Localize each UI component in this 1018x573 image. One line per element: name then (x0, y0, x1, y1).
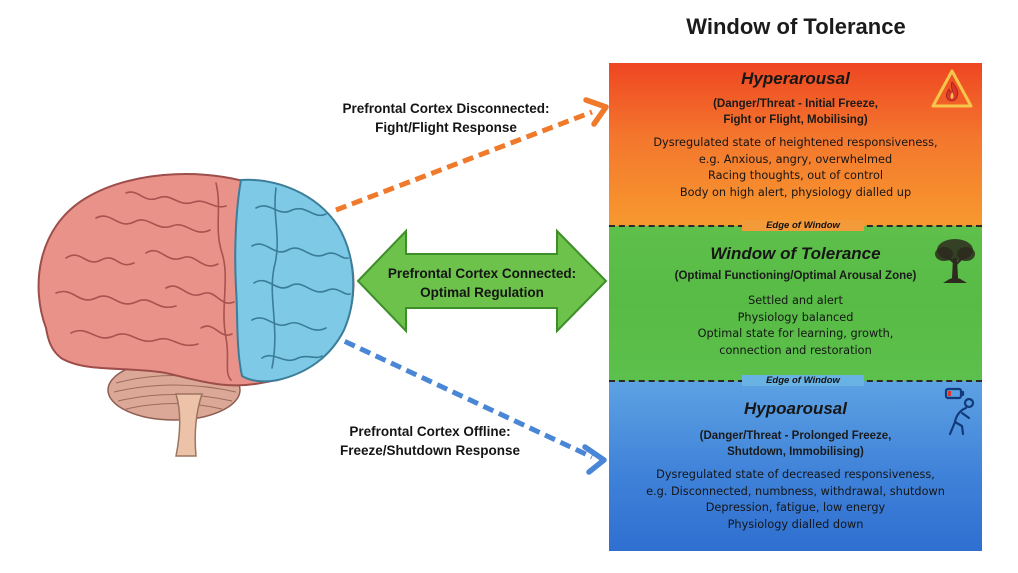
connected-label-line: Prefrontal Cortex Connected: (387, 266, 577, 281)
hyperarousal-description-line: Dysregulated state of heightened respons… (653, 136, 938, 149)
hyperarousal-zone: Hyperarousal (Danger/Threat - Initial Fr… (609, 63, 982, 226)
hyperarousal-description: Dysregulated state of heightened respons… (609, 135, 982, 201)
hyperarousal-title: Hyperarousal (741, 69, 850, 88)
hypoarousal-subtitle: (Danger/Threat - Prolonged Freeze, Shutd… (609, 428, 982, 460)
hyperarousal-description-line: Body on high alert, physiology dialled u… (679, 185, 912, 199)
hypoarousal-zone: Hypoarousal (Danger/Threat - Prolonged F… (609, 381, 982, 551)
hypoarousal-description-line: Depression, fatigue, low energy (705, 501, 886, 514)
hypoarousal-subtitle-line: (Danger/Threat - Prolonged Freeze, (699, 430, 892, 442)
low-battery-person-icon (944, 387, 975, 436)
brain-stem (174, 393, 204, 457)
hypoarousal-subtitle-line: Shutdown, Immobilising) (727, 446, 864, 458)
window-zone-description-line: Physiology balanced (737, 310, 854, 324)
green-double-arrow (356, 228, 608, 334)
disconnected-label: Prefrontal Cortex Disconnected: Fight/Fl… (312, 99, 580, 137)
brain-illustration (37, 173, 355, 457)
window-zone-description-line: connection and restoration (719, 343, 872, 357)
connected-label-line: Optimal Regulation (420, 285, 544, 300)
window-zone-subtitle: (Optimal Functioning/Optimal Arousal Zon… (609, 268, 982, 284)
window-zone-description-line: Optimal state for learning, growth, (697, 327, 894, 340)
hyperarousal-subtitle-line: (Danger/Threat - Initial Freeze, (713, 98, 878, 110)
hypoarousal-description: Dysregulated state of decreased responsi… (609, 467, 982, 533)
hyperarousal-subtitle: (Danger/Threat - Initial Freeze, Fight o… (609, 96, 982, 128)
blue-dashed-arrow-line (312, 324, 594, 460)
offline-label-line: Prefrontal Cortex Offline: (349, 424, 511, 439)
prefrontal-cortex (234, 178, 355, 383)
window-zone-title: Window of Tolerance (710, 244, 881, 263)
window-of-tolerance-zone: Window of Tolerance (Optimal Functioning… (609, 226, 982, 381)
window-zone-description-line: Settled and alert (748, 294, 843, 307)
hypoarousal-description-line: Dysregulated state of decreased responsi… (656, 468, 935, 481)
hypoarousal-description-line: e.g. Disconnected, numbness, withdrawal,… (646, 484, 945, 498)
hyperarousal-description-line: Racing thoughts, out of control (707, 169, 883, 182)
window-zone-description: Settled and alert Physiology balanced Op… (609, 293, 982, 359)
tree-icon (935, 239, 975, 283)
window-zone-subtitle-line: (Optimal Functioning/Optimal Arousal Zon… (674, 270, 917, 282)
lower-edge-label: Edge of Window (742, 375, 864, 386)
disconnected-label-line: Prefrontal Cortex Disconnected: (342, 101, 550, 116)
offline-label: Prefrontal Cortex Offline: Freeze/Shutdo… (300, 422, 560, 460)
fire-warning-icon (931, 69, 973, 108)
hyperarousal-description-line: e.g. Anxious, angry, overwhelmed (698, 152, 893, 166)
hypoarousal-description-line: Physiology dialled down (727, 517, 864, 531)
offline-label-line: Freeze/Shutdown Response (339, 443, 521, 458)
hyperarousal-subtitle-line: Fight or Flight, Mobilising) (723, 114, 868, 126)
blue-arrowhead (582, 444, 607, 475)
diagram-title: Window of Tolerance (686, 14, 906, 39)
upper-edge-label: Edge of Window (742, 220, 864, 231)
orange-dashed-arrow-line (335, 109, 593, 213)
disconnected-label-line: Fight/Flight Response (375, 120, 517, 135)
connected-label: Prefrontal Cortex Connected: Optimal Reg… (362, 264, 602, 302)
hypoarousal-title: Hypoarousal (744, 399, 847, 418)
orange-arrowhead (583, 97, 609, 127)
